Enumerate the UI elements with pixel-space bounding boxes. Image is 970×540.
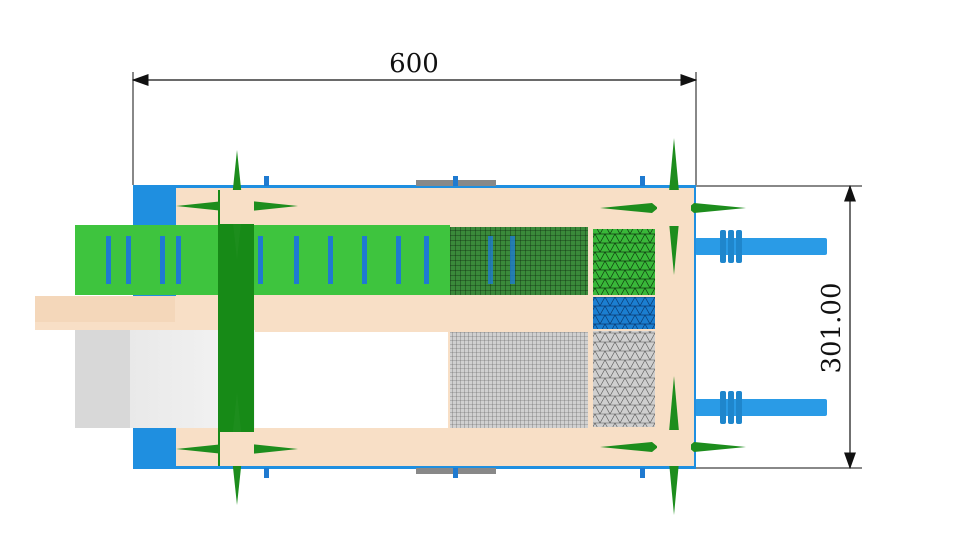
tri-mesh-grey [593,331,655,427]
height-dimension: 301.00 [696,184,862,470]
tri-mesh-green [593,229,655,295]
tri-mesh-blue [593,297,655,329]
inner-light-panel [252,332,448,428]
screen-upper-dark [450,227,588,295]
feed-hopper-shade [75,330,130,428]
corner-foot-top-left [176,150,298,260]
frame-pins [264,176,645,478]
conveyor-slots [106,236,429,284]
outlet-pipe-top [695,230,827,263]
feed-chute-edge [35,296,175,322]
screen-lower-grey [450,332,588,428]
corner-foot-top-right [600,138,746,275]
width-dimension-label: 600 [389,49,439,79]
height-dimension-label: 301.00 [817,283,847,374]
corner-foot-bottom-right [600,376,746,515]
outlet-pipe-bottom [695,391,827,424]
screen-upper-slots [488,236,515,284]
width-dimension: 600 [131,49,698,185]
corner-foot-bottom-left [176,392,298,505]
